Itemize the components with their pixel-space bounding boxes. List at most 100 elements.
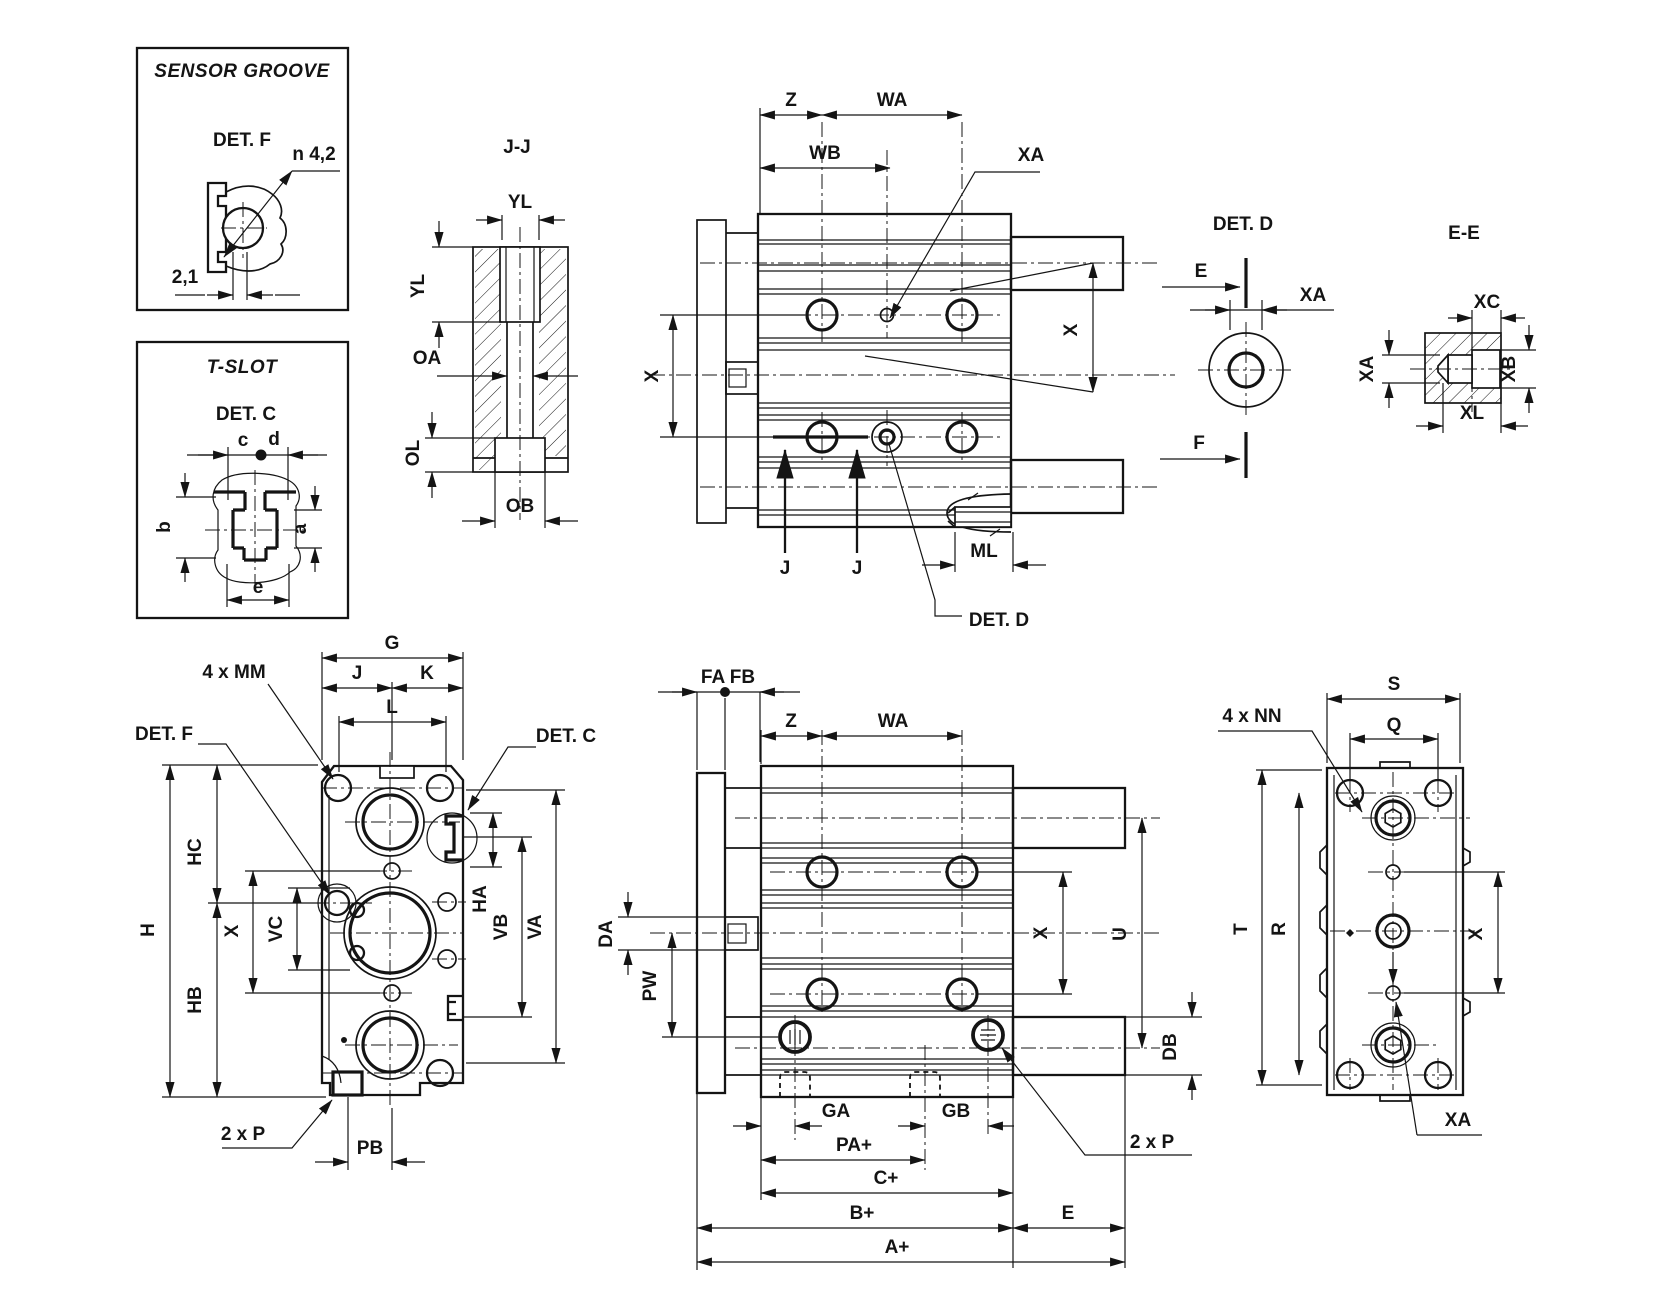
x-right-ext <box>864 262 1094 393</box>
flange-neck <box>726 232 758 509</box>
xb-label: XB <box>1499 356 1520 382</box>
nn-leader <box>1218 730 1363 813</box>
det-c-indicator-circle <box>426 812 478 864</box>
ee-block <box>1424 332 1502 404</box>
t-slot-centerlines <box>205 470 305 585</box>
ml-thread <box>954 506 1012 528</box>
j-label: J <box>352 663 363 684</box>
pa-label: PA+ <box>836 1135 872 1156</box>
xa-label: XA <box>1018 145 1045 166</box>
b-label: b <box>154 521 175 533</box>
xa-label: XA <box>1445 1110 1472 1131</box>
b-label: B+ <box>850 1203 875 1224</box>
x-left-ext <box>660 314 805 438</box>
right-dim-ext <box>462 789 565 1064</box>
s-label: S <box>1388 674 1401 695</box>
xl-label: XL <box>1460 403 1485 424</box>
mm-label: 4 x MM <box>202 662 265 683</box>
screw-shaft <box>1447 354 1473 384</box>
a-label: A+ <box>885 1237 910 1258</box>
side-view-bottom: FA FB Z WA DA PW X U DB 2 x P GA GB PA+ … <box>596 667 1202 1270</box>
p-label: 2 x P <box>221 1124 266 1145</box>
bottom-dim-ext <box>696 1075 1126 1270</box>
p-leader <box>1001 1047 1192 1156</box>
a-label: a <box>290 523 311 534</box>
left-edge-notches <box>1319 844 1328 1055</box>
t-slot-feature <box>444 814 463 862</box>
box-border <box>135 340 350 620</box>
z-label: Z <box>785 711 797 732</box>
hc-label: HC <box>185 838 206 866</box>
xa-leader <box>1396 1002 1482 1136</box>
gb-label: GB <box>942 1101 971 1122</box>
c-label: C+ <box>874 1168 899 1189</box>
end-view: G J K L 4 x MM DET. F DET. C H HC HB X V… <box>135 633 596 1170</box>
groove-width-label: 2,1 <box>172 267 199 288</box>
det-c-leader <box>467 746 536 811</box>
k-label: K <box>420 663 434 684</box>
right-edge-notches <box>1462 847 1471 1017</box>
yl-ext <box>432 215 540 323</box>
xc-label: XC <box>1474 292 1501 313</box>
hb-label: HB <box>185 986 206 1013</box>
f-label: F <box>1193 433 1205 454</box>
sq-ext <box>1326 693 1461 780</box>
mm-leader <box>267 683 334 780</box>
z-label: Z <box>785 90 797 111</box>
centerlines <box>650 122 1175 488</box>
nn-label: 4 x NN <box>1222 706 1281 727</box>
dowel-dot <box>341 1037 347 1043</box>
wb-label: WB <box>809 143 841 164</box>
pb-label: PB <box>357 1138 383 1159</box>
fafb-ext <box>696 692 761 770</box>
body-lines <box>758 239 1011 516</box>
ha-label: HA <box>470 885 491 913</box>
det-f-callout: DET. F <box>135 724 193 745</box>
left-dim-ext <box>162 764 380 1098</box>
t-slot-break-outline <box>212 472 301 584</box>
e-e-section-view: E-E XC XA XB XL <box>1357 223 1536 433</box>
x-label: X <box>222 924 243 937</box>
g-label: G <box>385 633 400 654</box>
top-tab <box>379 765 415 779</box>
datum-diamond <box>1346 929 1354 937</box>
port-fitting <box>725 361 759 395</box>
corner-break-arc <box>321 1055 342 1084</box>
centerlines <box>650 730 1160 1170</box>
e-label: E <box>1062 1203 1075 1224</box>
ee-title: E-E <box>1448 223 1480 244</box>
lower-slot-feature <box>446 994 463 1022</box>
j-j-section-view: J-J YL YL OA OL OB <box>403 137 578 528</box>
det-f-leader <box>198 743 331 896</box>
hatch-left <box>475 249 501 470</box>
dia-leader <box>223 170 293 258</box>
port-square <box>331 1070 364 1097</box>
j-left-label: J <box>780 558 791 579</box>
ml-thread-pocket <box>946 493 1012 533</box>
detail-c-heading: DET. C <box>216 404 276 425</box>
port-fitting-inner <box>728 368 747 388</box>
t-slot-profile <box>214 490 296 562</box>
da-label: DA <box>596 920 617 948</box>
ml-label: ML <box>970 541 998 562</box>
u-label: U <box>1110 927 1131 941</box>
ml-thread-lines <box>955 492 1011 537</box>
guide-rod-bottom <box>1011 1015 1127 1077</box>
db-label: DB <box>1160 1033 1181 1060</box>
ob-label: OB <box>506 496 535 517</box>
bore-bolt-2 <box>348 944 366 962</box>
b-ext <box>176 496 216 559</box>
det-d-title: DET. D <box>1213 214 1273 235</box>
h-label: H <box>138 923 159 937</box>
x-right-label: X <box>1061 323 1082 336</box>
side-view-top: Z WA WB XA X X J J ML DET. D <box>642 90 1175 631</box>
centerlines <box>1330 772 1475 1090</box>
fafb-datum-dot <box>720 687 730 697</box>
jj-title: J-J <box>503 137 530 158</box>
body <box>756 212 1013 529</box>
body <box>759 764 1015 1099</box>
xa-leader <box>889 171 1040 319</box>
hatch-right <box>539 249 566 456</box>
d-label: d <box>268 429 280 450</box>
